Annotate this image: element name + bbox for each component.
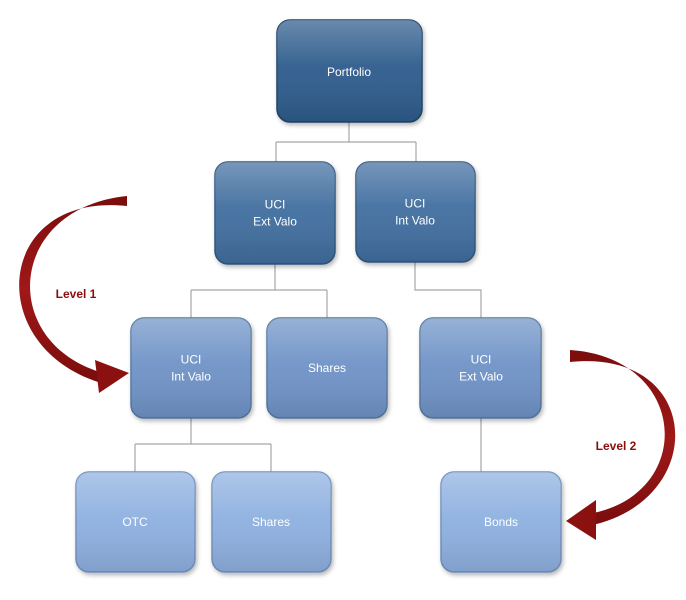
node-label-line-2: Ext Valo — [253, 215, 297, 229]
level-1-label: Level 1 — [56, 287, 97, 301]
node-label-line-1: UCI — [181, 353, 202, 367]
level-1-arrow-body — [19, 196, 127, 382]
node-label-line-2: Int Valo — [395, 214, 435, 228]
connector-portfolio-children — [275, 122, 417, 162]
node-label-line-2: Ext Valo — [459, 370, 503, 384]
level-2-arrowhead — [566, 500, 596, 540]
node-shares-level3: Shares — [211, 471, 332, 573]
node-uci-ext-valo-level1: UCI Ext Valo — [214, 161, 336, 265]
level-2-arrow — [566, 350, 676, 540]
node-label: Shares — [308, 361, 346, 375]
node-label-line-1: UCI — [405, 197, 426, 211]
node-bonds: Bonds — [440, 471, 562, 573]
node-shares-level2: Shares — [266, 317, 388, 419]
level-2-arrow-body — [570, 350, 676, 526]
level-1-arrowhead — [95, 360, 129, 393]
connectors — [134, 122, 482, 472]
node-uci-int-valo-level2: UCI Int Valo — [130, 317, 252, 419]
level-2-label: Level 2 — [596, 439, 637, 453]
node-label-line-1: UCI — [471, 353, 492, 367]
node-uci-int-valo-level1: UCI Int Valo — [355, 161, 476, 263]
node-label: OTC — [122, 515, 148, 529]
connector-int-valo-child — [414, 262, 482, 318]
level-1-arrow — [19, 196, 129, 393]
node-otc: OTC — [75, 471, 196, 573]
connector-mid-int-valo-children — [134, 418, 272, 472]
node-uci-ext-valo-level2: UCI Ext Valo — [419, 317, 542, 419]
node-label-line-2: Int Valo — [171, 370, 211, 384]
node-label: Portfolio — [327, 65, 371, 79]
node-label: Bonds — [484, 515, 518, 529]
node-label-line-1: UCI — [265, 198, 286, 212]
node-portfolio: Portfolio — [276, 19, 423, 123]
connector-ext-valo-children — [190, 264, 328, 318]
node-label: Shares — [252, 515, 290, 529]
